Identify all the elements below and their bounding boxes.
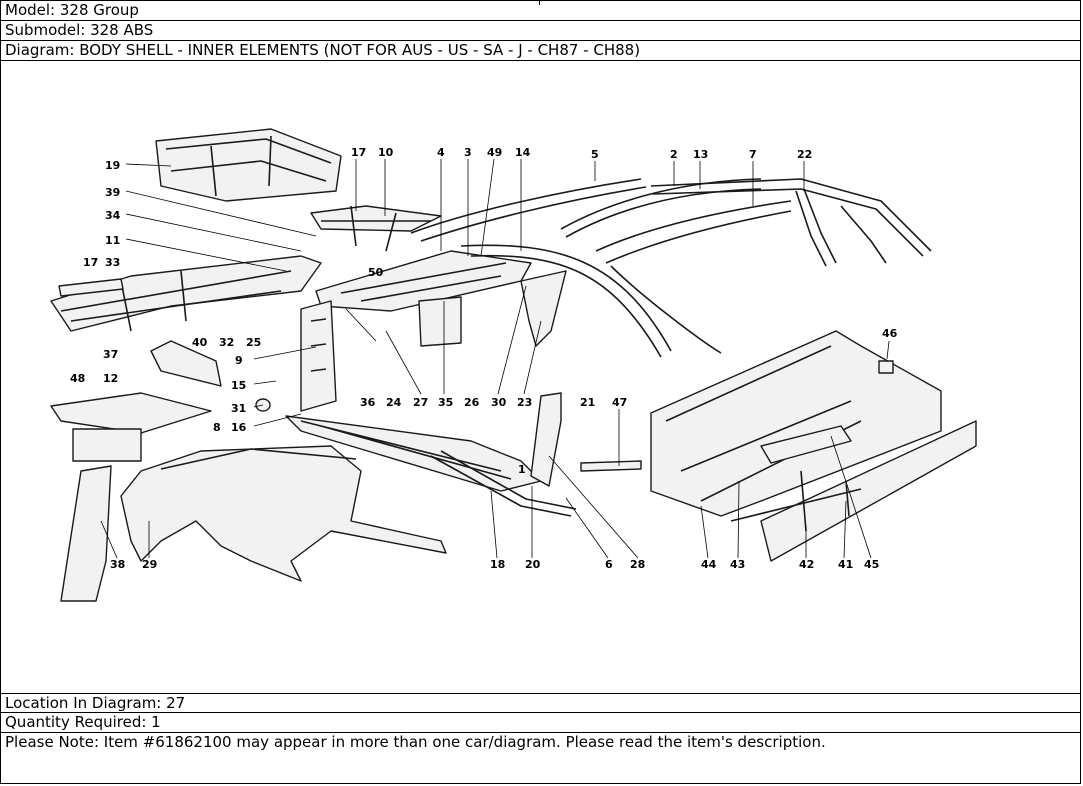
diagram-title-row: Diagram: BODY SHELL - INNER ELEMENTS (NO… bbox=[1, 41, 1080, 61]
callout: 20 bbox=[525, 558, 541, 571]
callout-labels: 19 39 34 11 17 33 17 10 4 3 49 14 5 2 13… bbox=[70, 146, 898, 571]
callout: 13 bbox=[693, 148, 708, 161]
callout: 17 bbox=[351, 146, 366, 159]
callout: 50 bbox=[368, 266, 384, 279]
callout: 21 bbox=[580, 396, 595, 409]
callout: 32 bbox=[219, 336, 234, 349]
callout: 39 bbox=[105, 186, 120, 199]
part-central-panel bbox=[315, 250, 532, 347]
part-left-rear-assembly bbox=[50, 255, 322, 387]
quantity-row: Quantity Required: 1 bbox=[1, 713, 1080, 733]
callout: 22 bbox=[797, 148, 812, 161]
model-row: Model: 328 Group bbox=[1, 1, 1080, 21]
callout: 28 bbox=[630, 558, 645, 571]
callout: 1 bbox=[518, 463, 526, 476]
callout: 46 bbox=[882, 327, 898, 340]
callout: 8 bbox=[213, 421, 221, 434]
callout: 38 bbox=[110, 558, 125, 571]
callout: 19 bbox=[105, 159, 120, 172]
diagram-drawing: 19 39 34 11 17 33 17 10 4 3 49 14 5 2 13… bbox=[50, 128, 977, 602]
callout: 18 bbox=[490, 558, 505, 571]
callout: 30 bbox=[491, 396, 507, 409]
callout: 11 bbox=[105, 234, 120, 247]
part-door-frame bbox=[60, 445, 447, 602]
part-19-frame bbox=[155, 128, 342, 202]
callout: 2 bbox=[670, 148, 678, 161]
callout: 4 bbox=[437, 146, 445, 159]
callout: 7 bbox=[749, 148, 757, 161]
callout: 16 bbox=[231, 421, 247, 434]
exploded-parts-diagram: 19 39 34 11 17 33 17 10 4 3 49 14 5 2 13… bbox=[1, 61, 1082, 693]
callout: 14 bbox=[515, 146, 531, 159]
callout: 37 bbox=[103, 348, 118, 361]
callout: 26 bbox=[464, 396, 480, 409]
callout: 3 bbox=[464, 146, 472, 159]
callout: 42 bbox=[799, 558, 814, 571]
callout: 36 bbox=[360, 396, 376, 409]
callout: 24 bbox=[386, 396, 402, 409]
callout: 29 bbox=[142, 558, 157, 571]
leader-lines bbox=[100, 158, 890, 559]
callout: 34 bbox=[105, 209, 121, 222]
callout: 35 bbox=[438, 396, 453, 409]
callout: 33 bbox=[105, 256, 120, 269]
callout: 15 bbox=[231, 379, 246, 392]
part-48-frame bbox=[50, 392, 212, 462]
part-roof-rails bbox=[410, 178, 932, 358]
callout: 45 bbox=[864, 558, 879, 571]
callout: 48 bbox=[70, 372, 85, 385]
callout: 9 bbox=[235, 354, 243, 367]
submodel-row: Submodel: 328 ABS bbox=[1, 21, 1080, 41]
callout: 12 bbox=[103, 372, 118, 385]
callout: 17 bbox=[83, 256, 98, 269]
callout: 40 bbox=[192, 336, 208, 349]
part-side-sill bbox=[255, 300, 577, 517]
part-17-10-bracket bbox=[310, 205, 442, 252]
callout: 47 bbox=[612, 396, 627, 409]
callout: 31 bbox=[231, 402, 246, 415]
part-23-pillar bbox=[520, 270, 567, 347]
callout: 23 bbox=[517, 396, 532, 409]
callout: 44 bbox=[701, 558, 717, 571]
callout: 25 bbox=[246, 336, 261, 349]
note-row: Please Note: Item #61862100 may appear i… bbox=[5, 733, 826, 751]
callout: 5 bbox=[591, 148, 599, 161]
callout: 6 bbox=[605, 558, 613, 571]
callout: 43 bbox=[730, 558, 745, 571]
callout: 41 bbox=[838, 558, 853, 571]
part-rear-floor-tray bbox=[580, 330, 977, 562]
callout: 27 bbox=[413, 396, 428, 409]
callout: 10 bbox=[378, 146, 394, 159]
callout: 49 bbox=[487, 146, 502, 159]
location-row: Location In Diagram: 27 bbox=[1, 693, 1080, 713]
